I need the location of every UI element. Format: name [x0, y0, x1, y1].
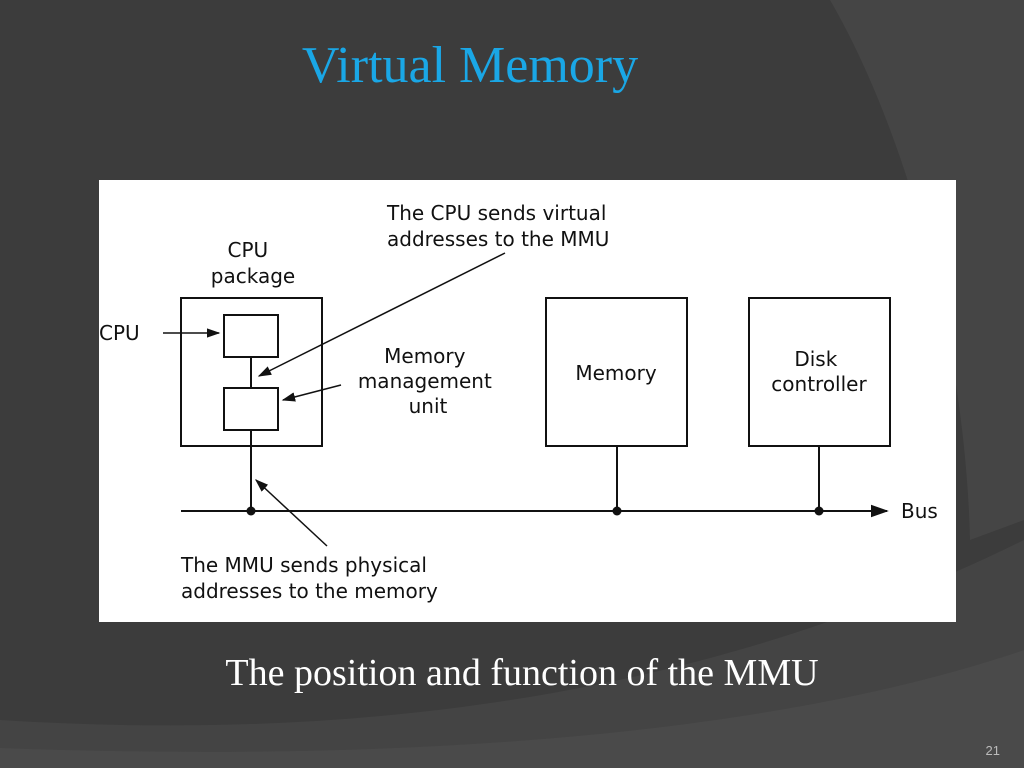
mmu-diagram: CPU package CPU Memory management unit T…: [99, 180, 956, 622]
bus-junction: [246, 506, 256, 516]
bus-junction: [814, 506, 824, 516]
cpu-label: CPU: [99, 321, 140, 345]
cpu-box: [223, 314, 279, 358]
slide-number: 21: [985, 743, 1000, 758]
bus-junction: [612, 506, 622, 516]
cpu-to-mmu-note: The CPU sends virtual addresses to the M…: [386, 201, 613, 251]
mmu-to-memory-note: The MMU sends physical addresses to the …: [180, 553, 438, 603]
mmu-box: [223, 387, 279, 431]
cpu-package-label: CPU package: [211, 238, 295, 288]
physical-address-arrow: [255, 479, 328, 547]
mmu-label: Memory management unit: [358, 344, 498, 418]
mmu-arrow: [281, 384, 342, 402]
bus-label: Bus: [901, 499, 938, 523]
slide-title: Virtual Memory: [301, 37, 639, 94]
virtual-address-arrow: [257, 252, 506, 377]
memory-module: Memory: [545, 297, 688, 447]
memory-label: Memory: [575, 361, 657, 385]
diagram-caption: The position and function of the MMU: [225, 652, 819, 694]
disk-controller-label: Disk controller: [771, 347, 867, 396]
cpu-package: CPU package: [180, 238, 323, 447]
disk-controller: Disk controller: [748, 297, 891, 447]
